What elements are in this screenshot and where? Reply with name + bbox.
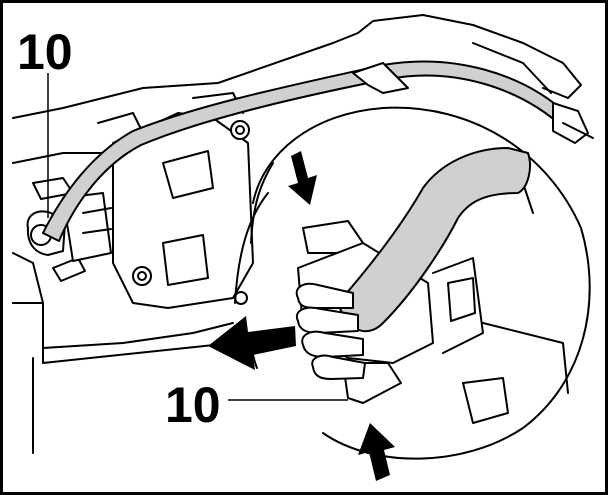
hose — [42, 60, 594, 242]
callout-label-bottom: 10 — [165, 377, 221, 433]
exploded-view-illustration: 10 10 — [12, 14, 594, 481]
housing-panel — [12, 14, 582, 454]
hand — [295, 282, 366, 380]
detail-hose — [337, 147, 531, 333]
press-up-arrow — [358, 423, 395, 481]
press-down-arrow — [288, 151, 317, 205]
callout-label-top: 10 — [17, 24, 73, 80]
pull-out-arrow — [208, 316, 296, 370]
